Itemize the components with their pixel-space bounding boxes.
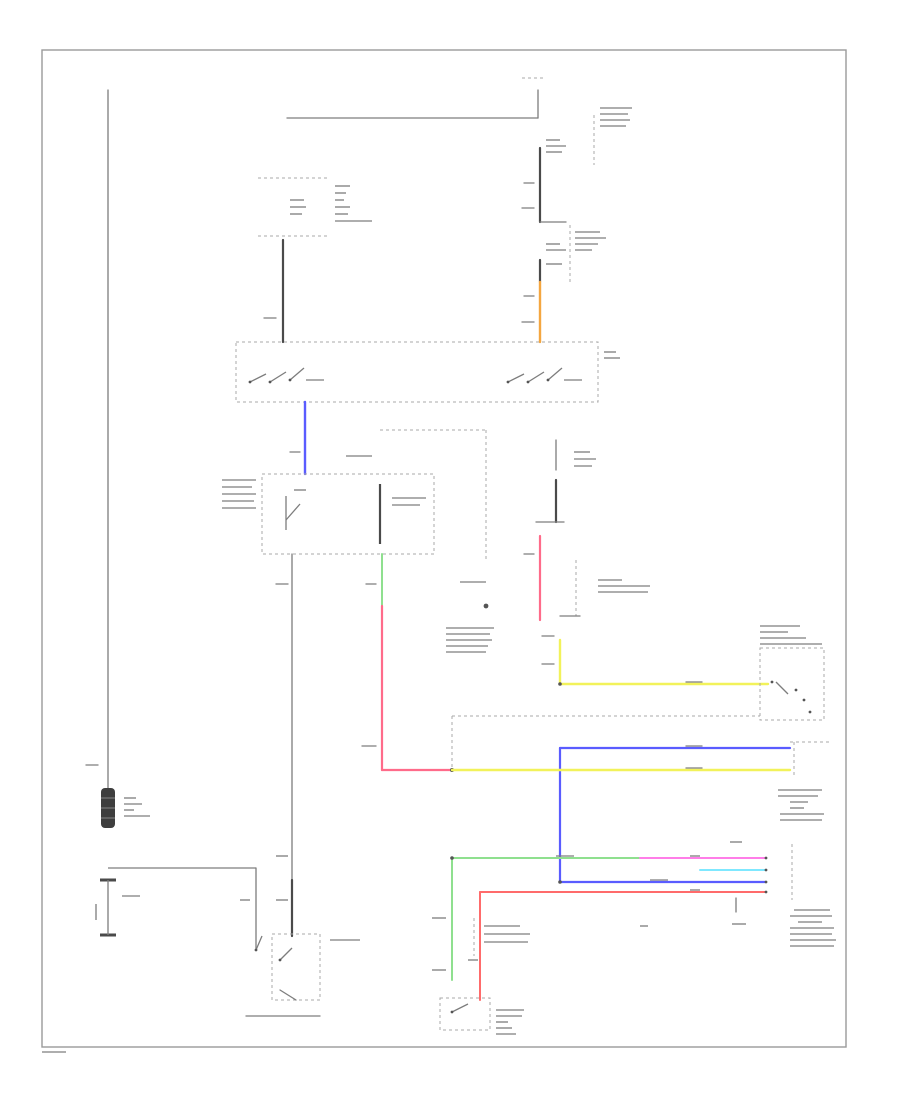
- fusible-link-icon: [101, 788, 115, 828]
- battery-label: [95, 895, 140, 920]
- neutral-feed-label: [574, 451, 596, 467]
- starter-relay-coil: [378, 484, 426, 544]
- fuse-note-left: [335, 185, 372, 222]
- wire-tags-clutch: [432, 917, 478, 971]
- ignition-switch-left-contacts: [248, 367, 324, 384]
- fuse-label-right-upper: [546, 139, 566, 153]
- pcm-connector-label: [446, 581, 494, 653]
- starter-ground-stub: [279, 989, 297, 1001]
- starter-relay-label: [222, 479, 256, 509]
- junction-dot-blue: [558, 880, 562, 884]
- transmission-range-switch-label: [760, 625, 822, 645]
- clutch-note-label: [484, 925, 530, 943]
- ignition-switch-right-contacts: [506, 367, 582, 384]
- diagram-frame: [41, 49, 847, 1048]
- fuse-label-left: [290, 199, 306, 215]
- fusible-link-label: [124, 797, 150, 817]
- ignition-switch-label: [604, 351, 620, 359]
- starter-wire-tags: [240, 855, 288, 901]
- ecm-small-labels: [640, 923, 746, 927]
- junction-dot-yellow-top: [558, 682, 562, 686]
- fuse-label-right-lower: [546, 243, 566, 265]
- note-label-top-right: [600, 107, 632, 127]
- starter-solenoid-contacts: [254, 935, 293, 962]
- engine-control-module-label: [790, 909, 836, 947]
- starter-relay-contact: [285, 489, 306, 530]
- transmission-range-switch-contacts: [770, 680, 812, 714]
- clutch-switch-box: [439, 997, 491, 1031]
- neutral-switch-label: [598, 579, 650, 593]
- ecm-pins: [764, 856, 768, 894]
- clutch-switch-label: [496, 1009, 524, 1035]
- junction-dot-green: [450, 856, 454, 860]
- starter-relay-box: [261, 473, 435, 555]
- junction-label-right: [575, 231, 606, 251]
- transmission-control-label: [778, 789, 824, 821]
- starter-motor-box: [271, 933, 321, 1001]
- ecm-wire-tags: [556, 841, 742, 891]
- ignition-switch-box: [235, 341, 599, 403]
- transmission-range-switch-box: [759, 647, 825, 721]
- battery-icon: [100, 867, 256, 937]
- clutch-switch-contact: [450, 1003, 469, 1014]
